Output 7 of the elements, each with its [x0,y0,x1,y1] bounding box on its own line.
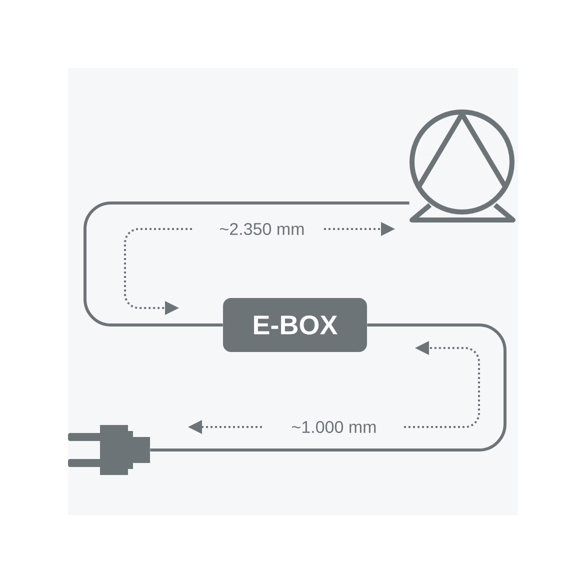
dimension-label: ~2.350 mm [220,222,304,236]
box-label: E-BOX [223,298,367,352]
plug-drawing [68,425,150,475]
cable [84,202,410,326]
dimension-label: ~1.000 mm [292,420,376,434]
cable [150,324,506,452]
pump-drawing [410,110,516,222]
